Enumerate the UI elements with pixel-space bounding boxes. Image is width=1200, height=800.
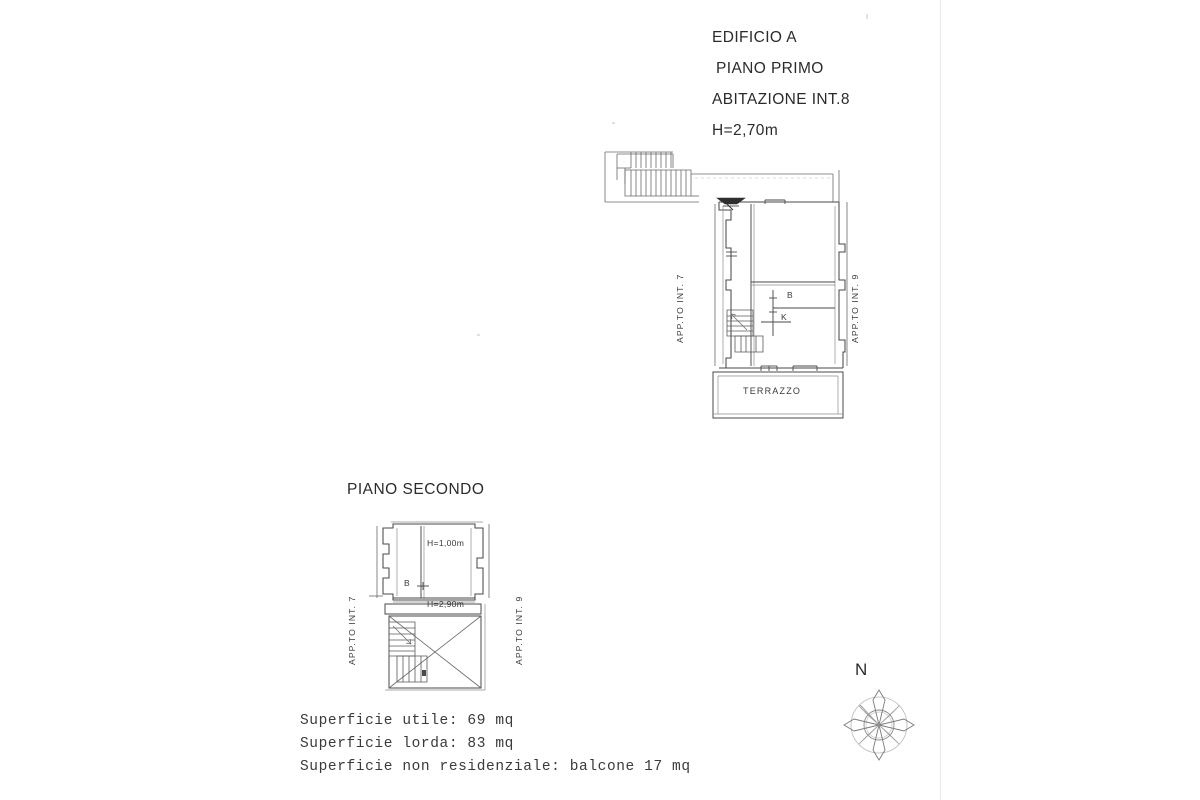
surface-area-block: Superficie utile: 69 mq Superficie lorda… xyxy=(300,710,820,779)
interior-partitions xyxy=(750,204,835,366)
room-label-b: B xyxy=(787,290,794,300)
unit-outline-second xyxy=(382,523,484,601)
room-label-b-second: B xyxy=(404,578,411,588)
scan-artifact-speck xyxy=(612,122,615,124)
area-non-residenziale: Superficie non residenziale: balcone 17 … xyxy=(300,759,691,775)
neighbour-label-left-int7: APP.TO INT. 7 xyxy=(675,273,685,343)
first-floor-drawing xyxy=(604,151,848,419)
terrazzo-outline xyxy=(712,371,844,419)
second-floor-plan: APP.TO INT. 7 APP.TO INT. 9 B H=1,00m H=… xyxy=(325,510,555,700)
roof-fixture-symbol xyxy=(716,197,746,211)
scan-artifact-line xyxy=(940,0,941,800)
title-height: H=2,70m xyxy=(712,122,779,139)
neighbour-label-right-int9-second: APP.TO INT. 9 xyxy=(514,595,524,665)
scan-artifact-speck xyxy=(866,14,868,19)
interior-partition-second xyxy=(417,526,429,598)
neighbour-label-left-int7-second: APP.TO INT. 7 xyxy=(347,595,357,665)
second-floor-heading: PIANO SECONDO xyxy=(347,481,485,498)
compass-rose: N xyxy=(833,660,923,770)
internal-staircase xyxy=(726,309,764,353)
title-building: EDIFICIO A xyxy=(712,29,797,46)
room-label-k: K xyxy=(781,312,788,322)
height-annotation-upper: H=1,00m xyxy=(427,538,465,548)
internal-staircase-second xyxy=(388,621,428,683)
void-area-second xyxy=(384,603,486,691)
title-floor: PIANO PRIMO xyxy=(716,60,824,77)
communal-staircase xyxy=(604,151,840,206)
compass-north-label: N xyxy=(855,660,868,679)
scan-artifact-speck xyxy=(477,334,480,336)
compass-rose-icon xyxy=(843,689,915,761)
terrazzo-label: TERRAZZO xyxy=(743,386,802,396)
first-floor-plan: APP.TO INT. 7 APP.TO INT. 9 B K TERRAZZO xyxy=(595,140,885,425)
door-openings xyxy=(726,199,818,371)
area-utile: Superficie utile: 69 mq xyxy=(300,713,514,729)
height-annotation-lower: H=2,90m xyxy=(427,599,465,609)
title-block: EDIFICIO A PIANO PRIMO ABITAZIONE INT.8 … xyxy=(712,22,972,146)
second-floor-drawing xyxy=(369,521,490,691)
area-lorda: Superficie lorda: 83 mq xyxy=(300,736,514,752)
title-unit: ABITAZIONE INT.8 xyxy=(712,91,850,108)
neighbour-label-right-int9: APP.TO INT. 9 xyxy=(850,273,860,343)
